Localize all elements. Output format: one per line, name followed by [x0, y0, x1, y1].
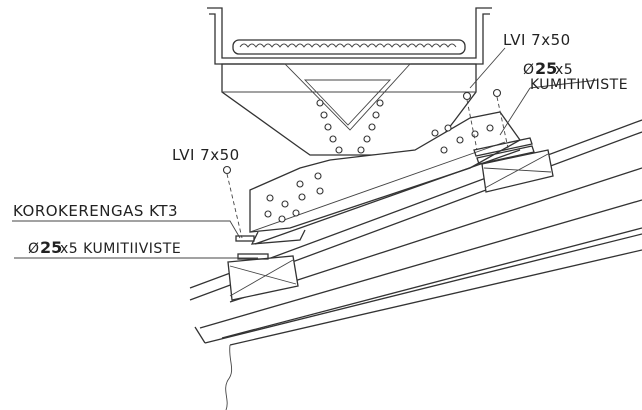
- label-seal-left-dia: Ø: [28, 241, 39, 257]
- screw-top-1: [462, 91, 478, 151]
- label-screw-left: LVI 7x50: [172, 146, 240, 164]
- batten-right: [481, 149, 554, 193]
- leader-lines: [12, 47, 599, 259]
- screw-left: [222, 165, 243, 239]
- batten-left: [227, 255, 299, 301]
- raising-ring: [235, 235, 255, 242]
- label-seal-left: Ø 25 x5 KUMITIIVISTE: [28, 238, 181, 257]
- walkway-grating: [207, 7, 492, 65]
- label-screw-top: LVI 7x50: [503, 31, 571, 49]
- seal-right: [473, 137, 535, 165]
- seal-left: [237, 253, 269, 260]
- label-seal-right-name: KUMITIIVISTE: [530, 77, 628, 93]
- label-seal-right-size: 25: [535, 59, 557, 78]
- label-seal-right: Ø 25 x5 KUMITIIVISTE: [523, 59, 628, 93]
- label-raising-ring: KOROKERENGAS KT3: [13, 202, 178, 220]
- label-seal-right-dia: Ø: [523, 62, 534, 78]
- bracket-holes: [264, 99, 494, 223]
- label-seal-left-size: 25: [40, 238, 62, 257]
- screw-top-2: [492, 88, 509, 149]
- label-seal-left-rest: x5 KUMITIIVISTE: [60, 241, 181, 257]
- label-seal-right-dim: x5: [555, 62, 573, 78]
- support-bracket: [221, 63, 521, 245]
